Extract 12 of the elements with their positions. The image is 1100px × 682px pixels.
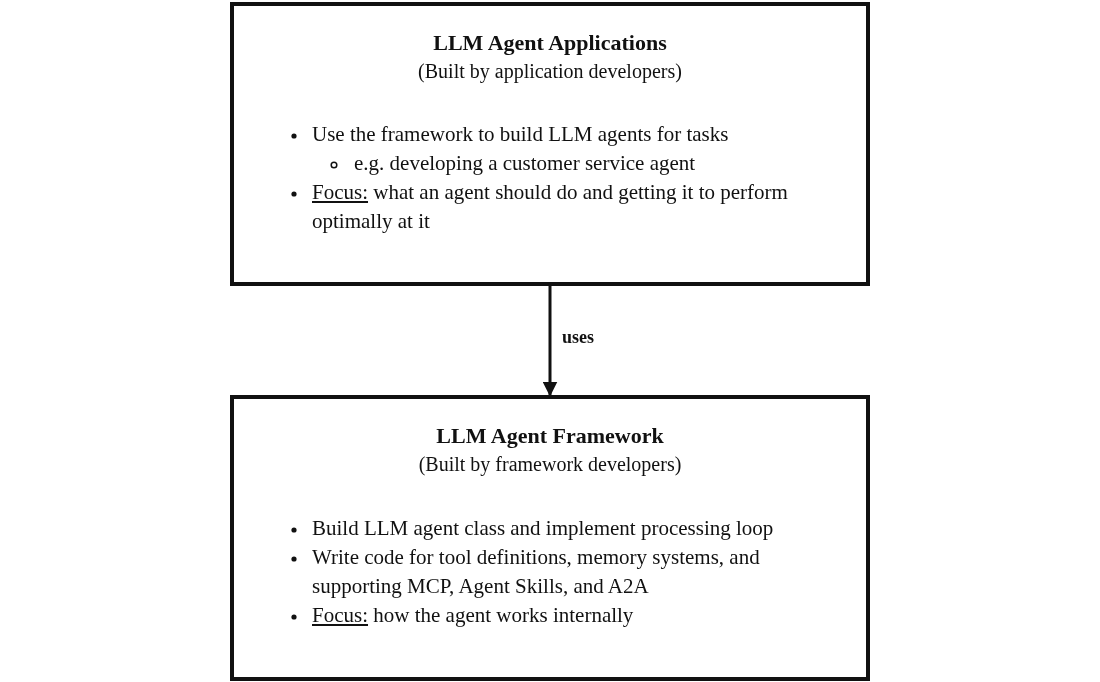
process-box <box>230 395 870 681</box>
arrow <box>542 286 558 397</box>
box-title: LLM Agent Applications <box>432 30 668 56</box>
bullet-text: Focus: how the agent works internally <box>312 602 635 629</box>
box-subtitle: (Built by framework developers) <box>417 453 683 476</box>
bullet-text: e.g. developing a customer service agent <box>354 150 697 177</box>
bullet-text: Build LLM agent class and implement processing loop <box>312 515 775 542</box>
bullet-text: Use the framework to build LLM agents for tasks <box>312 121 730 148</box>
bullet-text: Focus: what an agent should do and getting it to perform optimally at it <box>312 179 789 235</box>
box-title: LLM Agent Framework <box>435 423 665 449</box>
box-subtitle: (Built by application developers) <box>417 60 683 83</box>
process-box <box>230 2 870 286</box>
